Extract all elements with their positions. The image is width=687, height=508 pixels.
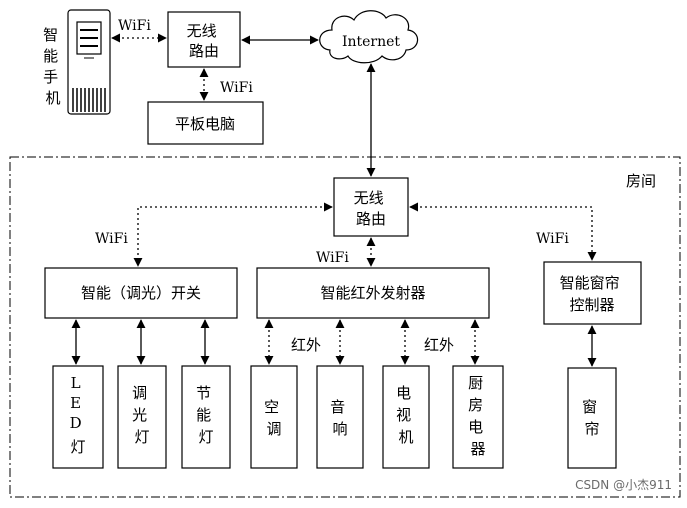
wifi-label-phone: WiFi [118,18,151,34]
internet-label: Internet [342,34,400,50]
phone-label: 智 能 手 机 [43,26,63,107]
device-curtain-label: 窗 帘 [582,398,602,438]
device-curtain-box [567,367,617,469]
switch-label: 智能（调光）开关 [81,284,201,302]
ir-emitter-label: 智能红外发射器 [320,284,425,302]
device-dimmer-light-label: 调 光 灯 [132,384,152,446]
switch-box [44,267,238,319]
device-kitchen-appliances-box [452,365,504,469]
curtain-controller-box [543,261,642,325]
device-saving-light-box [181,365,231,469]
room-boundary [9,156,681,498]
wifi-label-switch: WiFi [95,231,128,247]
phone-keypad [72,88,106,112]
device-kitchen-appliances-label: 厨 房 电 器 [468,374,488,458]
curtain-controller-label: 智能窗帘 控制器 [560,274,625,314]
device-led-light-label: L E D 灯 [70,374,87,456]
device-air-conditioner-box [250,365,298,469]
router-top-box [167,11,241,68]
router-curtain-wifi-link [409,202,597,261]
tablet-box [147,101,264,145]
device-tv-box [382,365,430,469]
smartphone [67,9,111,115]
router-top-label: 无线 路由 [187,22,222,60]
ir-emitter-box [256,267,490,319]
device-dimmer-light-box [117,365,167,469]
wifi-label-ir: WiFi [316,250,349,266]
device-speaker-box [316,365,364,469]
router-room-box [333,177,409,237]
device-tv-label: 电 视 机 [396,384,416,446]
router-switch-wifi-link [133,202,333,267]
router-room-label: 无线 路由 [354,189,389,228]
wifi-label-tablet: WiFi [220,80,253,96]
device-saving-light-label: 节 能 灯 [196,384,216,446]
room-label: 房间 [626,172,656,190]
wifi-label-curtain: WiFi [536,231,569,247]
internet-cloud [319,10,419,64]
device-speaker-label: 音 响 [330,398,350,438]
watermark: CSDN @小杰911 [575,478,672,492]
device-led-light-box [52,365,104,469]
device-air-conditioner-label: 空 调 [264,398,284,438]
ir-label-left: 红外 [291,336,321,354]
ir-label-right: 红外 [424,336,454,354]
tablet-label: 平板电脑 [175,115,235,133]
